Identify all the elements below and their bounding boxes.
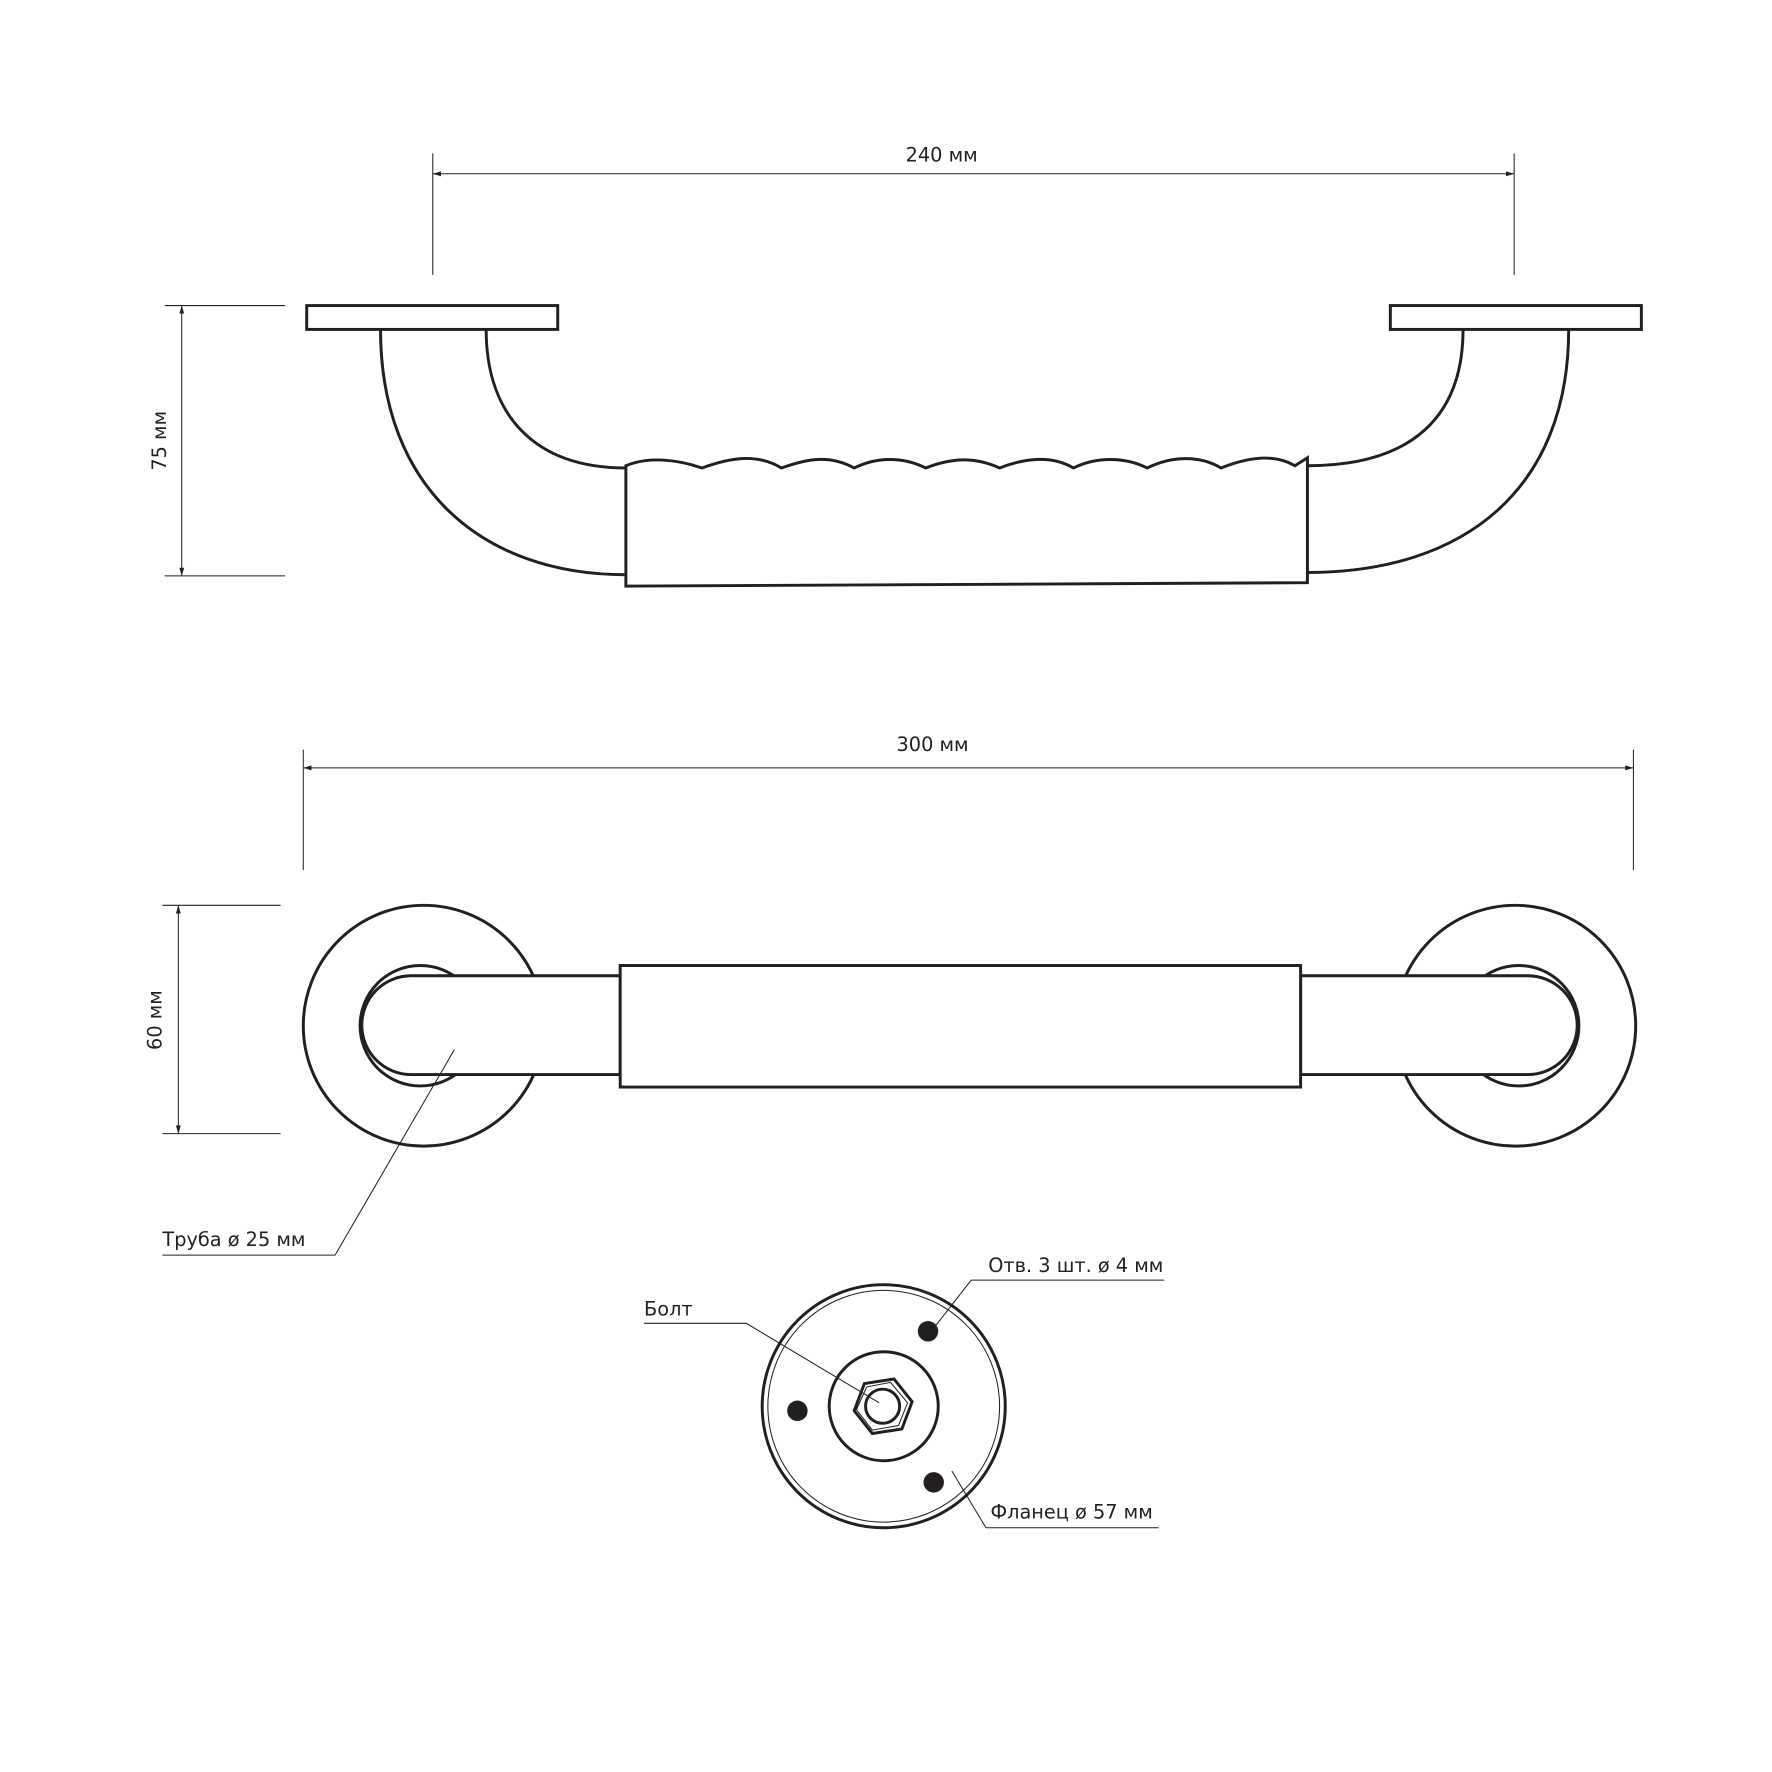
- bolt-callout: Болт: [644, 1297, 693, 1320]
- flange-inner-edge: [767, 1289, 1001, 1523]
- tube-callout: Труба ø 25 мм: [161, 1228, 305, 1251]
- right-pipe-inner: [1307, 329, 1465, 468]
- left-pipe-outer: [379, 329, 626, 577]
- flange-callout: Фланец ø 57 мм: [991, 1501, 1153, 1524]
- grip-side: [624, 455, 1309, 588]
- top-view: 300 мм 60 мм Труба ø 25 мм: [143, 733, 1638, 1256]
- left-pipe-inner: [484, 329, 626, 470]
- dimension-75: 75 мм: [148, 305, 286, 577]
- grip-plan: [618, 964, 1303, 1089]
- holes-leader: [934, 1279, 1165, 1328]
- dimension-240: 240 мм: [432, 143, 1515, 275]
- dimension-label-300: 300 мм: [897, 733, 969, 756]
- holes-callout: Отв. 3 шт. ø 4 мм: [988, 1254, 1163, 1277]
- right-tube-plan: [1299, 974, 1579, 1077]
- dimension-300: 300 мм: [302, 733, 1634, 871]
- side-view: 240 мм 75 мм: [148, 143, 1643, 588]
- mounting-hole: [917, 1321, 939, 1342]
- bolt-leader: [644, 1322, 880, 1404]
- flange-leader: [951, 1470, 1159, 1529]
- flange-front-view: Болт Отв. 3 шт. ø 4 мм Фланец ø 57 мм: [644, 1254, 1165, 1530]
- right-pipe-outer: [1307, 329, 1571, 574]
- left-flange-side: [305, 304, 560, 331]
- dimension-label-60: 60 мм: [143, 990, 166, 1050]
- right-flange-side: [1388, 304, 1643, 331]
- left-tube-plan: [360, 974, 622, 1077]
- tube-leader: [162, 1049, 455, 1256]
- dimension-label-240: 240 мм: [906, 143, 978, 166]
- bolt: [864, 1387, 902, 1425]
- dimension-label-75: 75 мм: [148, 411, 171, 471]
- dimension-60: 60 мм: [143, 904, 281, 1135]
- mounting-hole: [923, 1472, 944, 1493]
- mounting-hole: [787, 1400, 808, 1422]
